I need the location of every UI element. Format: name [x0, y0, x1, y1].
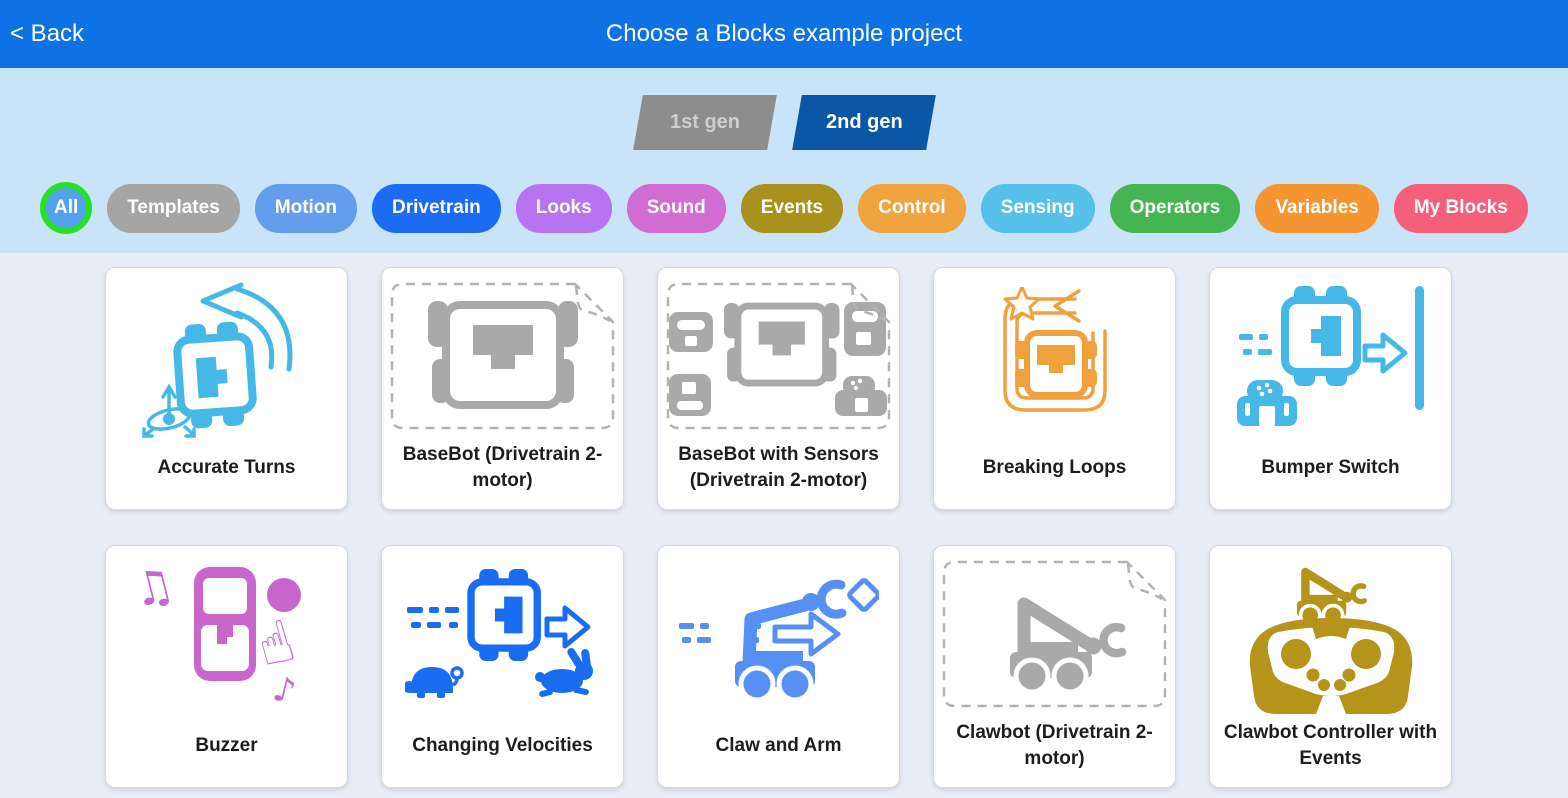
card-label: Buzzer [195, 735, 258, 756]
arrow-right-icon [1362, 332, 1408, 373]
icon-area [382, 552, 623, 717]
filter-pill-sound[interactable]: Sound [626, 183, 726, 233]
card-label: BaseBot with Sensors (Drivetrain 2-motor… [678, 444, 879, 491]
card-label: Clawbot Controller with Events [1223, 722, 1438, 769]
brain-music-touch-icon: ♫ ♪ ☝ [132, 556, 302, 713]
card-label: Breaking Loops [982, 457, 1127, 478]
project-card-bumper-switch[interactable]: Bumper Switch [1209, 267, 1452, 510]
filter-pill-my-blocks[interactable]: My Blocks [1393, 183, 1528, 233]
card-label: Claw and Arm [715, 735, 842, 756]
touch-hand-icon: ☝ [249, 577, 302, 681]
robot-turtle-rabbit-icon [405, 569, 593, 698]
tab-2nd-gen[interactable]: 2nd gen [791, 95, 936, 150]
project-card-accurate-turns[interactable]: Accurate Turns [105, 267, 348, 510]
filter-pill-drivetrain[interactable]: Drivetrain [372, 183, 501, 233]
arrow-right-icon [772, 611, 840, 656]
page-title: Choose a Blocks example project [605, 20, 963, 47]
icon-area [658, 552, 899, 717]
project-card-clawbot[interactable]: Clawbot (Drivetrain 2-motor) [933, 545, 1176, 788]
icon-area [934, 552, 1175, 717]
distance-sensor-icon [668, 374, 711, 416]
basebot-top-view-icon [427, 300, 578, 409]
clawbot-arm-arrow-diamond-icon [678, 577, 879, 702]
wall-bar-icon [1415, 285, 1424, 410]
generation-tabs: 1st gen 2nd gen [0, 95, 1568, 150]
controller-icon [1249, 617, 1412, 714]
icon-area [1210, 274, 1451, 439]
bumper-sensor-icon [668, 312, 713, 352]
filter-pill-sensing[interactable]: Sensing [980, 183, 1095, 233]
claw-icon [816, 579, 846, 619]
project-card-grid: Accurate Turns BaseBot (Drivetrain 2-mot… [0, 253, 1568, 788]
icon-area [1210, 552, 1451, 717]
filter-section: 1st gen 2nd gen All Templates Motion Dri… [0, 68, 1568, 253]
claw-icon [1098, 622, 1126, 657]
turtle-icon [405, 666, 464, 698]
music-notes-icon: ♫ [132, 556, 180, 618]
filter-pill-all[interactable]: All [40, 182, 93, 234]
template-dashed-border [942, 560, 1167, 708]
filter-pill-motion[interactable]: Motion [254, 183, 358, 233]
clawbot-side-view-icon [1009, 597, 1126, 694]
project-card-breaking-loops[interactable]: Breaking Loops [933, 267, 1176, 510]
bumper-sensor-icon [1237, 379, 1297, 426]
filter-pill-control[interactable]: Control [858, 183, 966, 233]
project-card-claw-and-arm[interactable]: Claw and Arm [657, 545, 900, 788]
category-filter-row: All Templates Motion Drivetrain Looks So… [0, 182, 1568, 234]
card-label: Changing Velocities [412, 735, 593, 756]
template-dashed-border [666, 282, 891, 430]
loop-star-robot-icon [1002, 286, 1107, 412]
icon-area: ♫ ♪ ☝ [106, 552, 347, 717]
title-bar: < Back Choose a Blocks example project [0, 0, 1568, 68]
project-card-changing-velocities[interactable]: Changing Velocities [381, 545, 624, 788]
robot-bumper-wall-icon [1237, 285, 1424, 426]
filter-pill-events[interactable]: Events [740, 183, 844, 233]
star-icon [1003, 286, 1040, 320]
icon-area [658, 274, 899, 439]
card-label: BaseBot (Drivetrain 2-motor) [402, 444, 603, 491]
project-card-basebot-with-sensors[interactable]: BaseBot with Sensors (Drivetrain 2-motor… [657, 267, 900, 510]
filter-pill-operators[interactable]: Operators [1109, 183, 1241, 233]
diamond-object-icon [846, 577, 879, 612]
clawbot-controller-icon [1249, 567, 1412, 714]
svg-text:☝: ☝ [249, 606, 302, 681]
project-card-clawbot-controller-with-events[interactable]: Clawbot Controller with Events [1209, 545, 1452, 788]
tab-1st-gen-label: 1st gen [669, 111, 740, 133]
project-card-buzzer[interactable]: ♫ ♪ ☝ Buzzer [105, 545, 348, 788]
template-dashed-border [390, 282, 615, 430]
arrow-right-icon [544, 605, 591, 649]
touch-led-sensor-icon [834, 376, 887, 416]
basebot-with-sensors-icon [668, 302, 887, 416]
icon-area [106, 274, 347, 439]
tab-1st-gen[interactable]: 1st gen [632, 95, 777, 150]
card-label: Clawbot (Drivetrain 2-motor) [956, 722, 1153, 769]
icon-area [934, 274, 1175, 439]
filter-pill-looks[interactable]: Looks [515, 183, 612, 233]
tab-2nd-gen-label: 2nd gen [825, 111, 902, 133]
filter-pill-templates[interactable]: Templates [107, 183, 240, 233]
icon-area [382, 274, 623, 439]
rabbit-icon [535, 648, 593, 697]
card-label: Accurate Turns [157, 457, 296, 478]
project-card-basebot[interactable]: BaseBot (Drivetrain 2-motor) [381, 267, 624, 510]
iq-brain-icon [193, 566, 256, 681]
back-button[interactable]: < Back [10, 20, 85, 47]
filter-pill-variables[interactable]: Variables [1255, 183, 1379, 233]
robot-turn-arrow-gyro-icon [141, 282, 292, 438]
card-label: Bumper Switch [1261, 457, 1400, 478]
